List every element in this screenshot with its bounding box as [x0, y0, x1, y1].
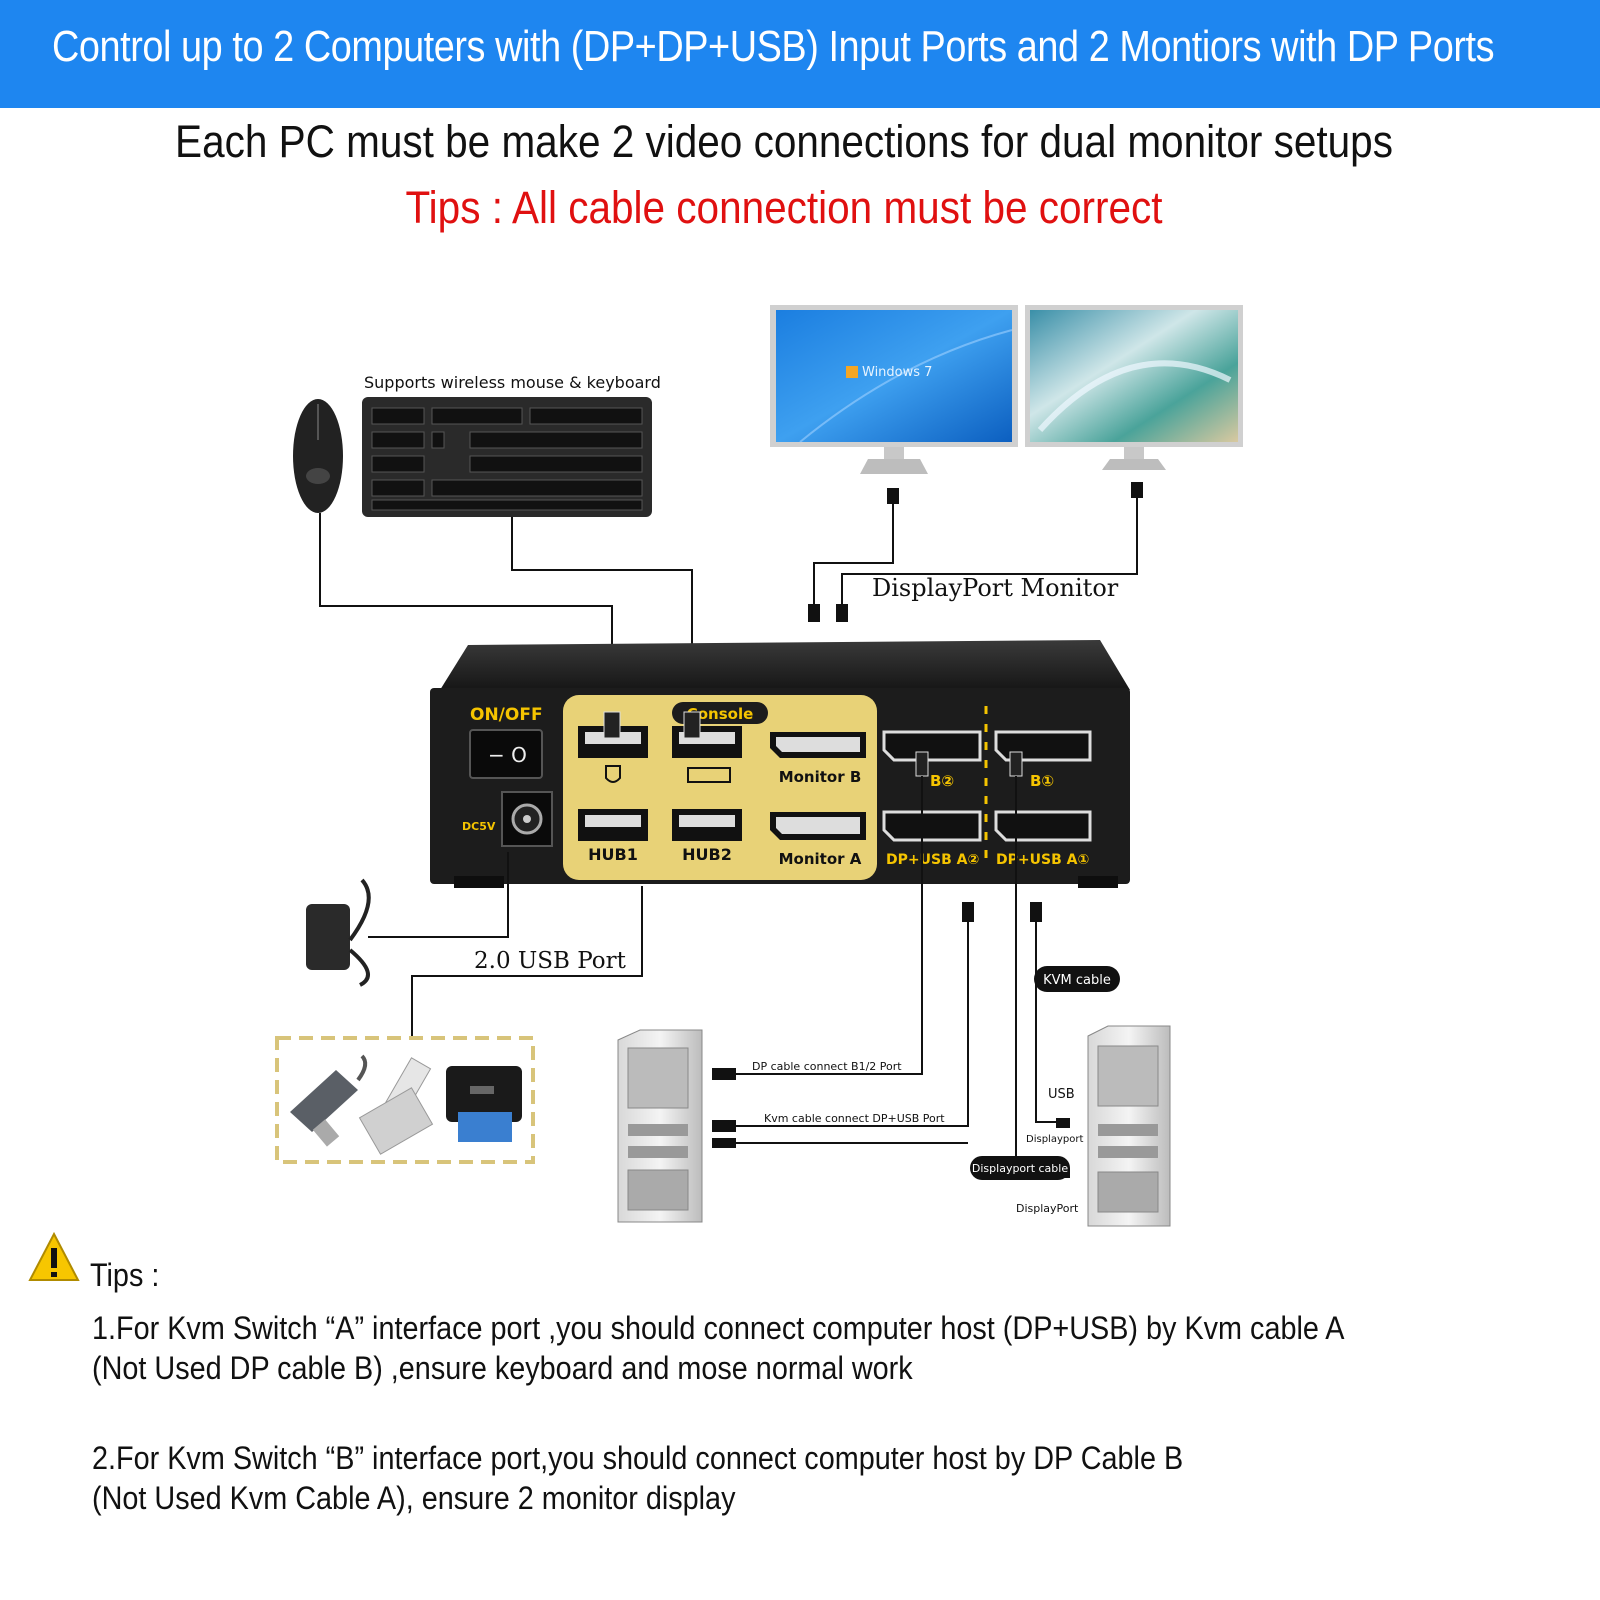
kvm-cable-label: KVM cable [1043, 973, 1111, 988]
monitor-screen-text: Windows 7 [862, 365, 932, 380]
usb-port [578, 726, 742, 841]
keyboard-port-icon [687, 767, 731, 783]
mouse-icon [293, 399, 343, 513]
banner-title: Control up to 2 Computers with (DP+DP+US… [52, 22, 1495, 71]
tip-2-line-2: (Not Used Kvm Cable A), ensure 2 monitor… [92, 1480, 736, 1516]
dp-port [770, 732, 866, 840]
hub1-label: HUB1 [588, 845, 638, 864]
printer-icon [446, 1066, 522, 1142]
hub2-label: HUB2 [682, 845, 732, 864]
usb-devices-box [275, 1036, 535, 1164]
displayport-monitor-label: DisplayPort Monitor [872, 574, 1119, 602]
power-switch [469, 729, 543, 779]
displayport-cable-label: Displayport cable [972, 1162, 1068, 1175]
dp-plug-icon [808, 482, 1143, 622]
tip-1-line-2: (Not Used DP cable B) ,ensure keyboard a… [92, 1350, 913, 1386]
usb-hub-cable [411, 886, 643, 1036]
usb-label: USB [1048, 1087, 1075, 1102]
on-off-label: ON/OFF [470, 705, 543, 725]
kvm-cable-connect-label: Kvm cable connect DP+USB Port [764, 1112, 945, 1125]
console-label: Console [687, 705, 754, 723]
monitor-b-label: Monitor B [779, 768, 862, 786]
dc-label: DC5V [462, 820, 496, 833]
power-adapter-icon [306, 878, 371, 987]
dp-port [882, 730, 1092, 842]
displayport-cable-badge [970, 1156, 1070, 1180]
computer-2-icon [1087, 1025, 1171, 1227]
title-banner: Control up to 2 Computers with (DP+DP+US… [0, 0, 1600, 108]
peripheral-cables [319, 490, 1138, 712]
dp-plug-icon [712, 1068, 736, 1080]
b2-label: B② [930, 772, 954, 790]
subtitle: Each PC must be make 2 video connections… [175, 116, 1393, 167]
kvm-cable-badge [1034, 966, 1120, 992]
dp-cable-connect-label: DP cable connect B1/2 Port [752, 1060, 902, 1073]
monitor-1-icon: Windows 7 [770, 305, 1018, 474]
wireless-label: Supports wireless mouse & keyboard [364, 373, 661, 392]
usb-port-label: 2.0 USB Port [474, 948, 627, 974]
tip-2-line-1: 2.For Kvm Switch “B” interface port,you … [92, 1440, 1184, 1476]
a1-label: DP+USB A① [996, 852, 1089, 868]
mouse-port-icon [605, 765, 621, 783]
power-cable [368, 852, 509, 938]
displayport-small-label: Displayport [1026, 1134, 1083, 1145]
b1-label: B① [1030, 772, 1054, 790]
usb-hub-icon [290, 1054, 368, 1147]
monitor-a-label: Monitor A [779, 850, 862, 868]
switch-symbols: − O [488, 743, 527, 767]
tip-1-line-1: 1.For Kvm Switch “A” interface port ,you… [92, 1310, 1345, 1346]
a2-label: DP+USB A② [886, 852, 979, 868]
kvm-switch: ON/OFF − O DC5V Console HUB1 HUB2 Mo [430, 640, 1130, 888]
tip-red: Tips : All cable connection must be corr… [405, 182, 1163, 233]
monitor-2-icon [1025, 305, 1243, 470]
usb-drive-icon [358, 1057, 434, 1155]
warning-icon [28, 1231, 80, 1281]
tips-heading: Tips : [90, 1257, 160, 1293]
computer-1-icon [617, 1029, 703, 1223]
keyboard-icon [362, 397, 652, 517]
displayport-bottom-label: DisplayPort [1016, 1202, 1079, 1215]
dp-plug-icon [712, 1120, 736, 1132]
